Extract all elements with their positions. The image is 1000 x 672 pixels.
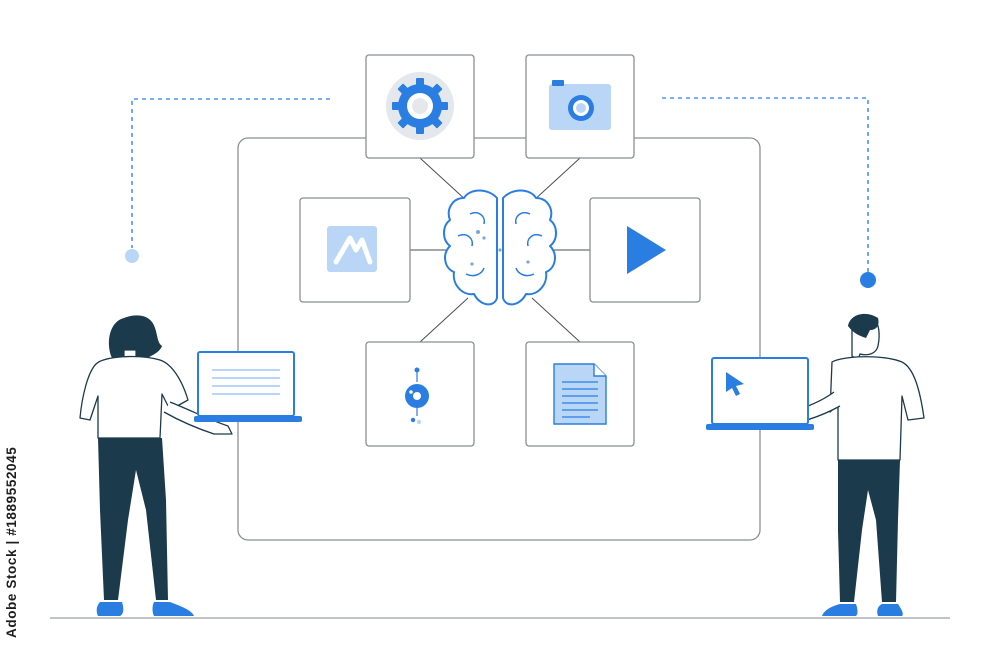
tile-code xyxy=(299,197,411,303)
tile-video xyxy=(589,197,701,303)
hub-frame xyxy=(237,137,761,541)
ring-nodes-icon xyxy=(405,367,429,425)
connector-dot-left xyxy=(125,249,139,263)
tile-settings xyxy=(365,54,475,159)
dashed-connector-right xyxy=(662,97,869,272)
document-icon xyxy=(553,363,607,425)
tile-network xyxy=(365,341,475,447)
cursor-icon xyxy=(726,372,744,396)
stock-id-watermark: Adobe Stock | #1889552045 xyxy=(4,446,19,638)
connector-dot-right xyxy=(860,272,876,288)
camera-icon xyxy=(549,80,611,130)
laptop-right xyxy=(706,357,814,430)
brain-details xyxy=(470,230,530,266)
laptop-left xyxy=(194,351,302,422)
tile-document xyxy=(525,341,635,447)
text-lines-icon xyxy=(212,369,280,395)
tile-camera xyxy=(525,54,635,159)
gear-icon xyxy=(386,72,454,140)
play-icon xyxy=(627,226,666,274)
code-puzzle-icon xyxy=(327,226,377,272)
brain-icon xyxy=(443,189,557,306)
woman-figure xyxy=(79,315,233,616)
brain-spokes xyxy=(410,157,590,343)
dashed-connector-left xyxy=(131,98,330,248)
